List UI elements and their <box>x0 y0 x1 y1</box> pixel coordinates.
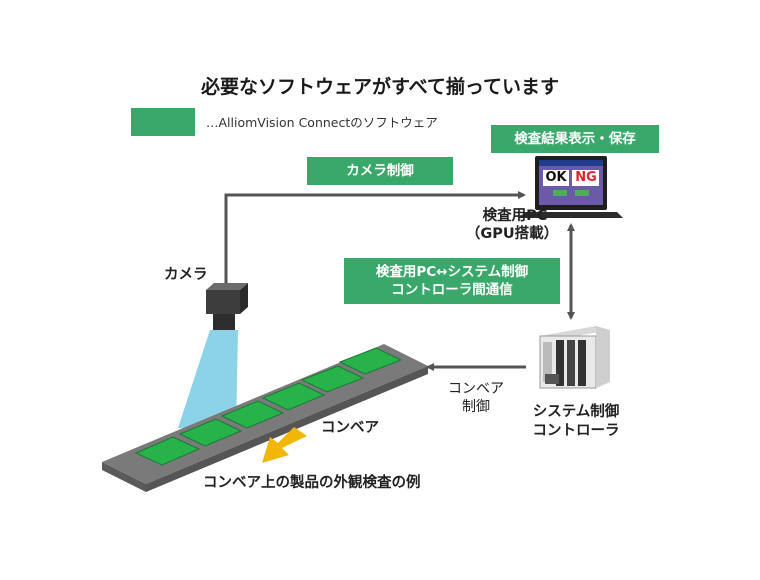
legend-swatch <box>131 108 195 136</box>
inspection-result-box: 検査結果表示・保存 <box>491 125 659 153</box>
screen-ng-text: NG <box>575 170 597 185</box>
camera-device <box>206 283 248 330</box>
legend-text: …AlliomVision Connectのソフトウェア <box>206 115 438 130</box>
conveyor-label: コンベア <box>321 420 379 436</box>
communication-line1: 検査用PC↔システム制御 <box>375 263 529 280</box>
diagram-caption: コンベア上の製品の外観検査の例 <box>203 475 421 491</box>
conveyor-belt <box>102 344 428 492</box>
laptop-pc <box>519 156 623 218</box>
conveyor-control-line1: コンベア <box>448 381 504 397</box>
page-title: 必要なソフトウェアがすべて揃っています <box>201 76 559 98</box>
communication-box: 検査用PC↔システム制御 コントローラ間通信 <box>344 258 560 304</box>
camera-beam <box>178 330 238 432</box>
product-items <box>134 347 403 466</box>
system-controller-device <box>539 326 610 389</box>
pc-label-line1: 検査用PC <box>482 208 548 224</box>
inspection-result-text: 検査結果表示・保存 <box>514 130 636 147</box>
controller-label-line2: コントローラ <box>532 423 620 439</box>
conveyor-control-line2: 制御 <box>462 399 490 415</box>
conveyor-direction-arrow <box>262 427 307 463</box>
screen-ok-text: OK <box>545 170 567 185</box>
camera-label: カメラ <box>164 267 208 283</box>
pc-label-line2: （GPU搭載） <box>465 226 559 242</box>
camera-to-pc-arrow <box>224 191 526 285</box>
communication-line2: コントローラ間通信 <box>391 282 513 298</box>
camera-control-box: カメラ制御 <box>307 157 453 185</box>
controller-label-line1: システム制御 <box>532 404 620 420</box>
